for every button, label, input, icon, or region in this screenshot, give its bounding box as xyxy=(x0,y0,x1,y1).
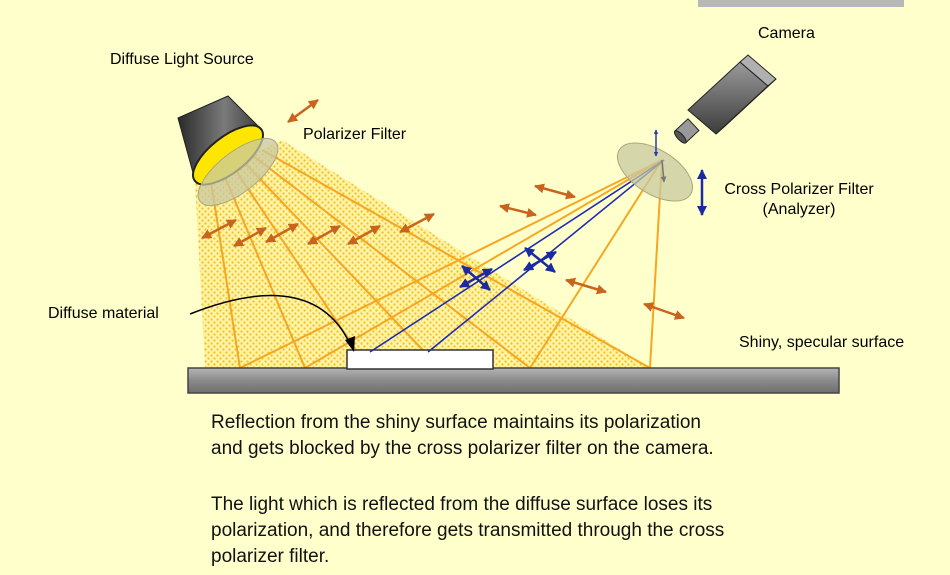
analyzer-gray-arrow xyxy=(660,159,667,183)
caption-line: polarization, and therefore gets transmi… xyxy=(211,520,725,541)
polarization-arrows xyxy=(201,183,685,320)
polarizer-direction-arrow xyxy=(287,98,319,124)
analyzer-label: Cross Polarizer Filter (Analyzer) xyxy=(709,180,889,220)
camera-label: Camera xyxy=(758,25,815,42)
analyzer-label-line2: (Analyzer) xyxy=(762,201,836,218)
caption-line: polarizer filter. xyxy=(211,546,330,567)
diffuse-material-label: Diffuse material xyxy=(48,305,159,322)
camera-icon xyxy=(673,54,777,144)
light-source-label: Diffuse Light Source xyxy=(110,51,254,68)
top-bar-decoration xyxy=(698,0,904,7)
cross-arrow-icon xyxy=(459,265,493,291)
caption-line: The light which is reflected from the di… xyxy=(211,494,713,515)
caption-paragraph-2: The light which is reflected from the di… xyxy=(211,492,724,570)
caption-paragraph-1: Reflection from the shiny surface mainta… xyxy=(211,410,714,462)
pointer-arrowhead xyxy=(345,336,355,352)
analyzer-label-line1: Cross Polarizer Filter xyxy=(724,181,874,198)
cross-arrow-icon-2 xyxy=(523,247,557,273)
diffuse-material-pointer xyxy=(189,294,351,345)
caption-line: Reflection from the shiny surface mainta… xyxy=(211,412,702,433)
shiny-surface-label: Shiny, specular surface xyxy=(739,334,905,351)
caption-line: and gets blocked by the cross polarizer … xyxy=(211,438,714,459)
polarizer-filter-disc-icon xyxy=(197,138,279,206)
polarizer-label: Polarizer Filter xyxy=(303,126,407,143)
shiny-surface xyxy=(187,367,840,394)
analyzer-filter-disc-icon xyxy=(617,142,693,202)
diffuse-material-block xyxy=(346,349,494,370)
light-cone xyxy=(195,140,650,368)
